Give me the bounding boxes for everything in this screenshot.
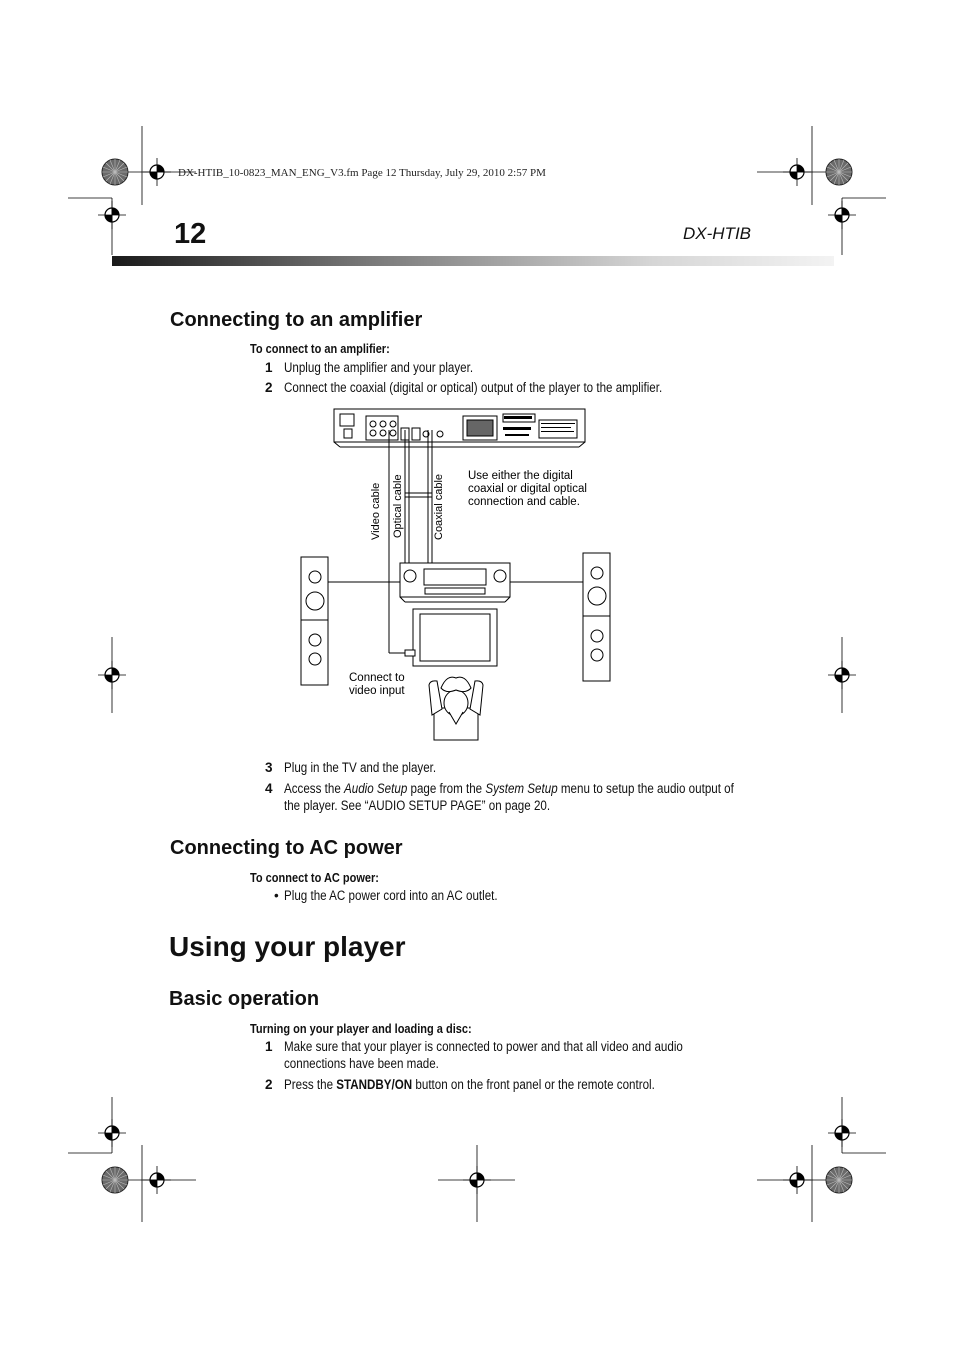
list-item: 1 Make sure that your player is connecte…: [265, 1038, 805, 1076]
text-run: page from the: [407, 781, 486, 796]
chapter-heading: Using your player: [169, 931, 406, 962]
model-name: DX-HTIB: [683, 224, 751, 243]
step-text: Plug in the TV and the player.: [284, 760, 437, 775]
connect-label: Connect to: [349, 672, 405, 684]
header-rule: [112, 256, 834, 266]
step-number: 2: [265, 380, 273, 395]
section-heading-amplifier: Connecting to an amplifier: [170, 309, 423, 331]
note-line: connection and cable.: [468, 496, 580, 508]
list-item: 3 Plug in the TV and the player.: [265, 759, 785, 777]
list-item: 2 Connect the coaxial (digital or optica…: [265, 379, 785, 397]
note-line: Use either the digital: [468, 470, 573, 482]
button-name: STANDBY/ON: [336, 1077, 413, 1092]
text-run: connections have been made.: [284, 1056, 439, 1071]
subheading-amplifier: To connect to an amplifier:: [250, 342, 390, 356]
viewer-on-couch: [428, 676, 484, 741]
player-rear-panel: [333, 408, 586, 448]
note-line: coaxial or digital optical: [468, 483, 587, 495]
subheading-basic-operation: Turning on your player and loading a dis…: [250, 1022, 472, 1036]
speaker-right: [582, 552, 611, 682]
text-run: button on the front panel or the remote …: [412, 1077, 655, 1092]
label-coaxial-cable: Coaxial cable: [433, 474, 445, 540]
step-number: 3: [265, 760, 273, 775]
text-run: Make sure that your player is connected …: [284, 1039, 683, 1054]
connect-label: video input: [349, 685, 405, 697]
bullet-text: Plug the AC power cord into an AC outlet…: [284, 888, 498, 903]
list-item: 1 Unplug the amplifier and your player.: [265, 359, 785, 377]
text-run: Press the: [284, 1077, 337, 1092]
step-number: 2: [265, 1077, 273, 1092]
list-item: • Plug the AC power cord into an AC outl…: [274, 887, 774, 905]
television: [404, 608, 498, 667]
text-run: menu to setup the audio output of: [557, 781, 734, 796]
step-text: Connect the coaxial (digital or optical)…: [284, 380, 663, 395]
step-text: Make sure that your player is connected …: [284, 1038, 683, 1072]
list-item: 2 Press the STANDBY/ON button on the fro…: [265, 1076, 805, 1094]
subheading-ac-power: To connect to AC power:: [250, 871, 379, 885]
label-optical-cable: Optical cable: [392, 474, 404, 538]
page-number: 12: [174, 218, 207, 250]
menu-name: Audio Setup: [344, 781, 408, 796]
step-number: 1: [265, 1039, 273, 1054]
list-item: 4 Access the Audio Setup page from the S…: [265, 780, 825, 818]
step-number: 1: [265, 360, 273, 375]
step-text: Unplug the amplifier and your player.: [284, 360, 474, 375]
bullet: •: [274, 888, 279, 903]
step-text: Press the STANDBY/ON button on the front…: [284, 1076, 655, 1093]
section-heading-ac-power: Connecting to AC power: [170, 837, 403, 859]
amplifier-connection-diagram: Video cable Optical cable Coaxial cable …: [300, 408, 611, 741]
text-run: the player. See “AUDIO SETUP PAGE” on pa…: [284, 798, 551, 813]
amplifier-receiver: [399, 562, 511, 603]
label-video-cable: Video cable: [370, 483, 382, 540]
file-info-header: DX-HTIB_10-0823_MAN_ENG_V3.fm Page 12 Th…: [178, 167, 546, 179]
text-run: Access the: [284, 781, 345, 796]
section-heading-basic-operation: Basic operation: [169, 988, 320, 1010]
menu-name: System Setup: [485, 781, 558, 796]
step-text: Access the Audio Setup page from the Sys…: [284, 780, 734, 814]
step-number: 4: [265, 781, 273, 796]
speaker-left: [300, 556, 329, 686]
